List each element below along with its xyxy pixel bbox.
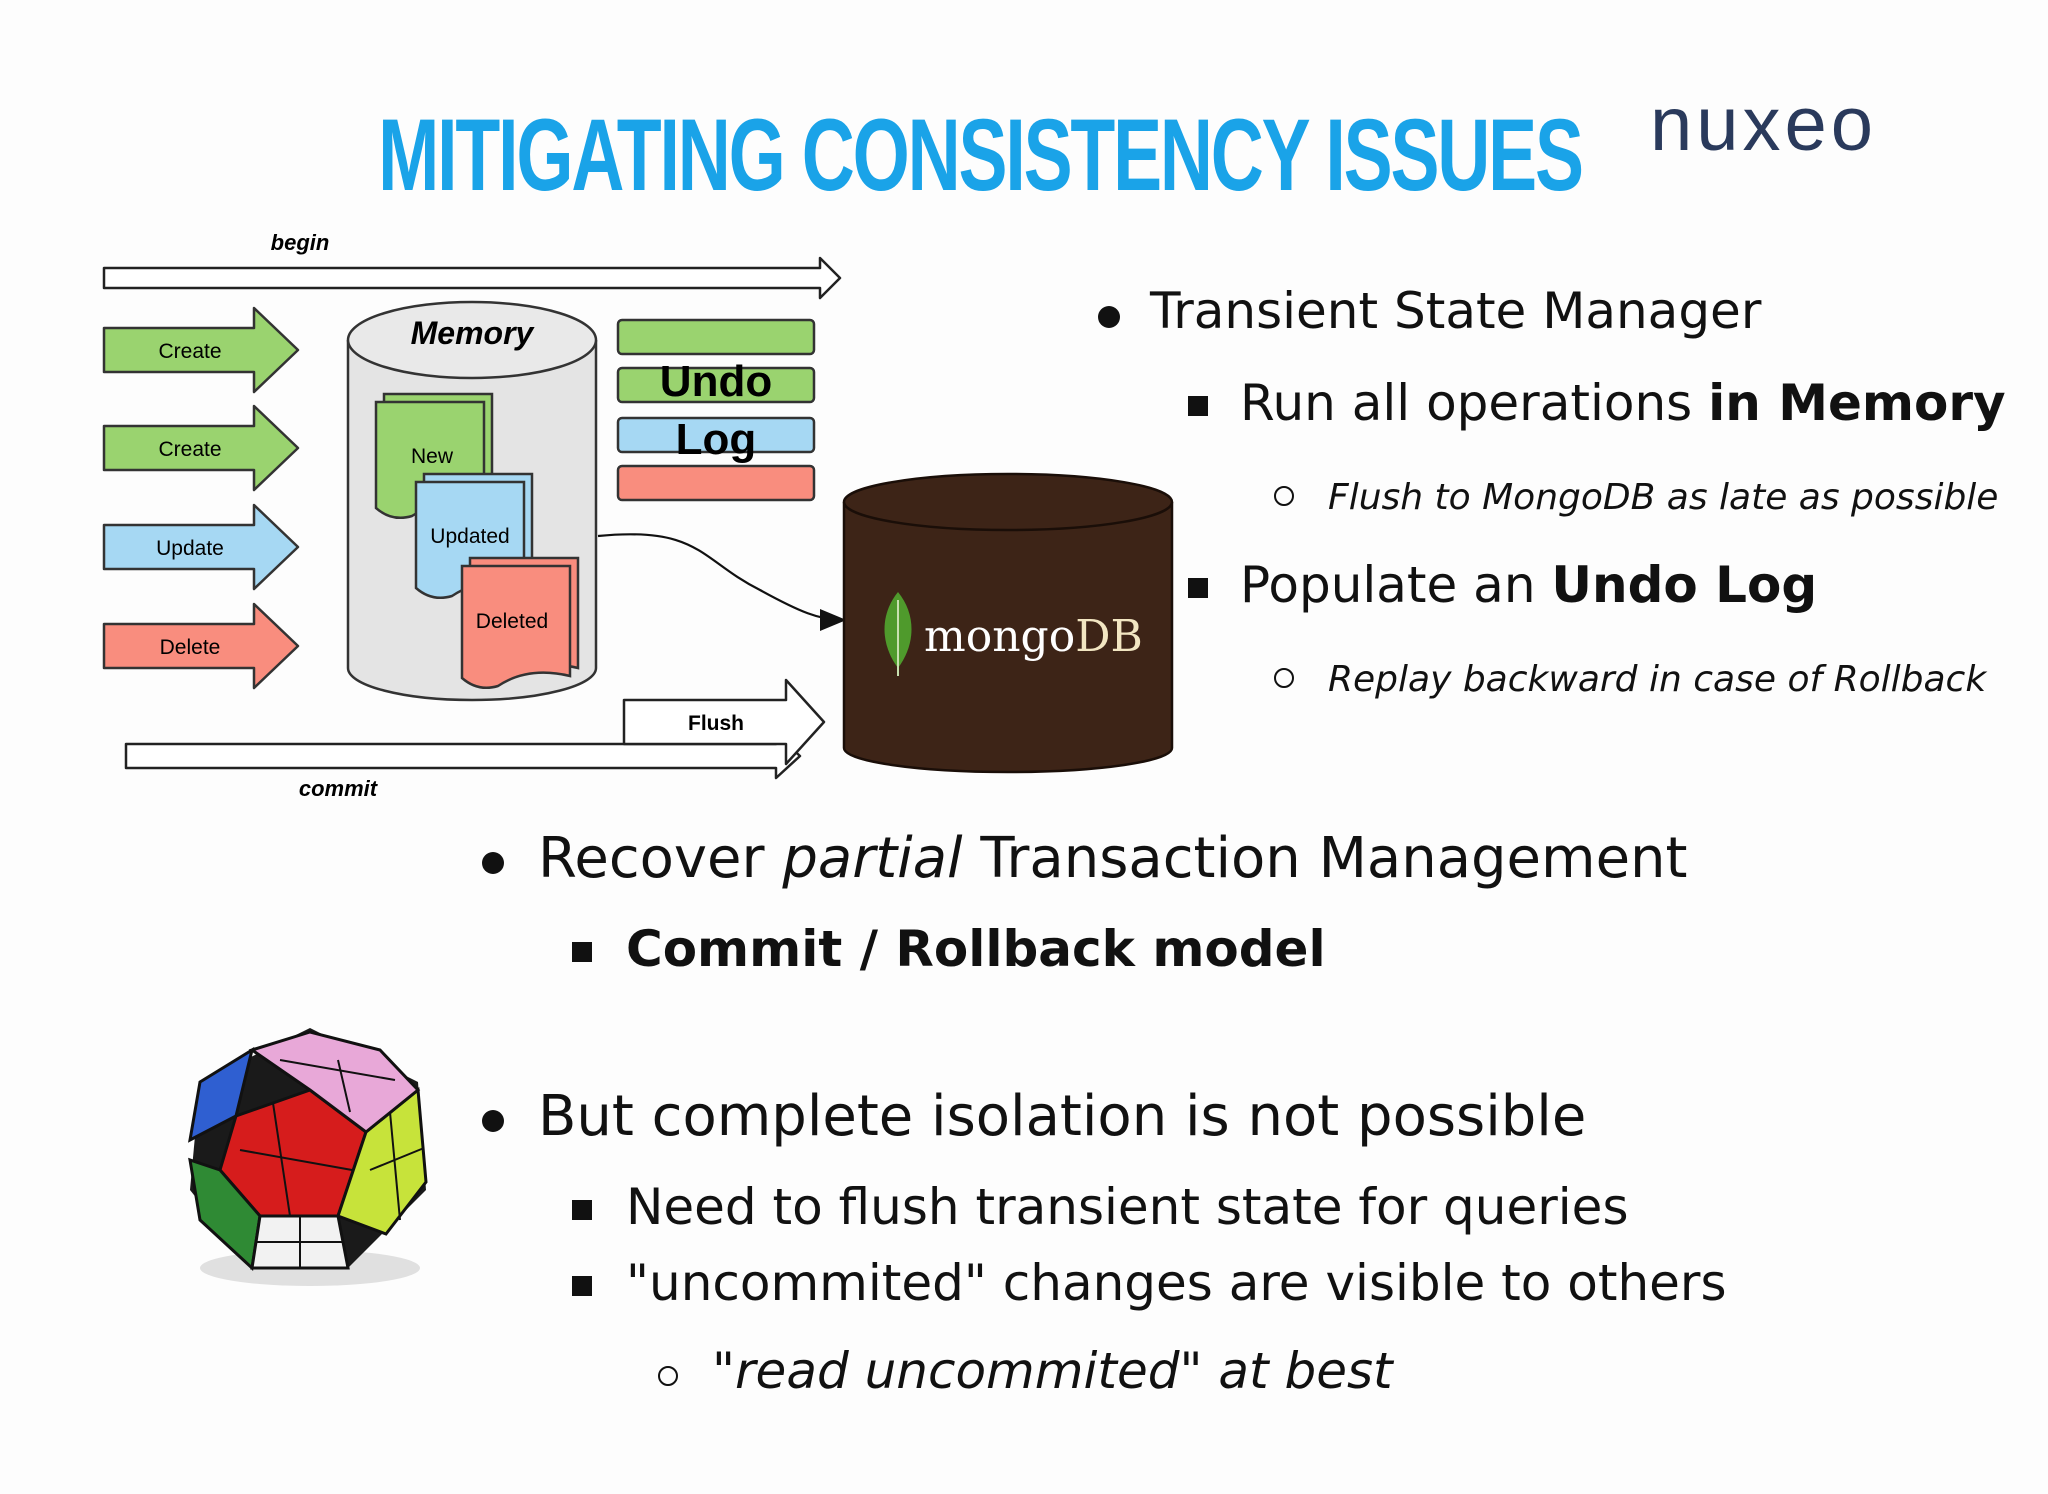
- undo-log-label-1: Undo: [660, 357, 772, 406]
- bullet-square: [1188, 396, 1208, 416]
- begin-arrow: [102, 256, 842, 300]
- op-label: Create: [158, 438, 221, 461]
- doc-deleted: Deleted: [460, 556, 580, 689]
- flush-connector: [597, 533, 847, 631]
- mongodb-leaf-icon: [884, 592, 912, 676]
- doc-label: Updated: [430, 525, 509, 548]
- bullet-commit-rollback: Commit / Rollback model: [626, 920, 1326, 978]
- bullet-square: [572, 942, 592, 962]
- mongodb-label-part1: mongo: [924, 611, 1075, 662]
- undo-log: Undo Log: [616, 318, 816, 502]
- bullet-populate-text: Populate an: [1240, 556, 1552, 614]
- bullet-circle: [1274, 486, 1294, 506]
- bullet-dot: [482, 852, 504, 874]
- doc-label: Deleted: [476, 610, 548, 633]
- bullet-circle: [1274, 668, 1294, 688]
- bullet-isolation: But complete isolation is not possible: [538, 1084, 1587, 1149]
- nuxeo-logo-text: nuxeo: [1650, 88, 1877, 167]
- bullet-dot: [1098, 306, 1120, 328]
- doc-label: New: [411, 445, 454, 468]
- bullet-circle: [658, 1366, 678, 1386]
- transaction-diagram: begin Create Create Update Delete Memory…: [102, 230, 1174, 801]
- bullet-flush-queries: Need to flush transient state for querie…: [626, 1178, 1629, 1236]
- op-label: Delete: [160, 636, 221, 659]
- begin-label: begin: [271, 230, 330, 255]
- bullet-populate-bold: Undo Log: [1551, 556, 1818, 614]
- bullet-populate-undo: Populate an Undo Log: [1240, 556, 1817, 614]
- op-arrow-create-2: Create: [102, 404, 300, 492]
- commit-label: commit: [299, 776, 379, 801]
- undo-log-label-2: Log: [676, 415, 757, 464]
- nuxeo-logo: nuxeo: [1650, 88, 1877, 167]
- op-arrow-delete: Delete: [102, 602, 300, 690]
- bullet-square: [1188, 578, 1208, 598]
- bullet-uncommited-visible: "uncommited" changes are visible to othe…: [626, 1254, 1727, 1312]
- flush-label: Flush: [688, 712, 744, 735]
- memory-label: Memory: [411, 315, 536, 351]
- op-arrow-update: Update: [102, 503, 300, 591]
- bullet-recover-pre: Recover: [538, 826, 783, 891]
- op-arrow-create-1: Create: [102, 306, 300, 394]
- mongodb-cylinder: mongoDB: [842, 472, 1174, 774]
- bullet-recover-partial: Recover partial Transaction Management: [538, 826, 1687, 891]
- bullet-replay-backward: Replay backward in case of Rollback: [1328, 659, 1987, 700]
- bullet-flush-late: Flush to MongoDB as late as possible: [1328, 477, 1999, 518]
- bullet-run-in-memory: Run all operations in Memory: [1240, 374, 2006, 432]
- op-label: Create: [158, 340, 221, 363]
- slide-title: MITIGATING CONSISTENCY ISSUES: [378, 98, 1584, 212]
- op-label: Update: [156, 537, 224, 560]
- bullet-dot: [482, 1110, 504, 1132]
- bullet-transient-state-manager: Transient State Manager: [1150, 282, 1762, 340]
- puzzle-cube-image: [188, 1028, 428, 1286]
- bullet-recover-post: Transaction Management: [962, 826, 1688, 891]
- bullet-read-uncommited: "read uncommited" at best: [712, 1342, 1393, 1400]
- mongodb-label-part2: DB: [1075, 611, 1143, 662]
- mongodb-label: mongoDB: [924, 611, 1143, 662]
- bullet-square: [572, 1200, 592, 1220]
- flush-arrow: Flush: [622, 678, 826, 766]
- bullet-run-bold: in Memory: [1708, 374, 2006, 432]
- bullet-run-text: Run all operations: [1240, 374, 1709, 432]
- bullet-square: [572, 1276, 592, 1296]
- bullet-recover-italic: partial: [782, 826, 963, 891]
